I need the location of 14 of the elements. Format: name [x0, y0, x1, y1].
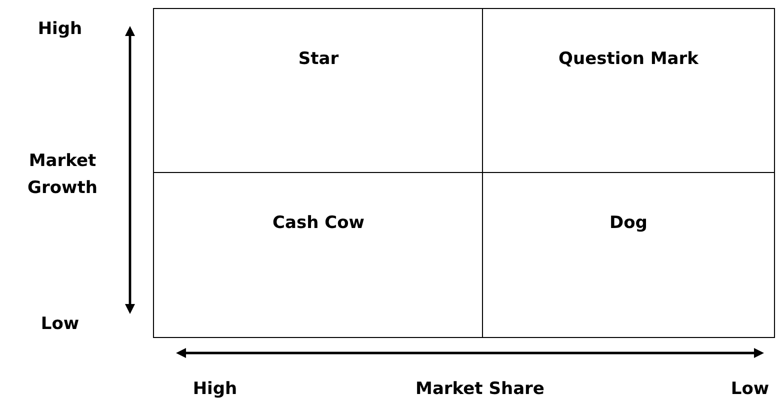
quadrant-label: Question Mark	[558, 49, 700, 69]
axis-end-label: High	[36, 18, 84, 41]
quadrant-label: Star	[297, 49, 340, 69]
quadrant-label: Cash Cow	[272, 213, 366, 233]
axis-title: Market Growth	[26, 150, 98, 200]
axis-title: Market Share	[414, 378, 546, 401]
matrix-quadrant	[153, 8, 484, 174]
axis-end-label: Low	[730, 378, 770, 401]
quadrant-label: Dog	[608, 213, 648, 233]
matrix-quadrant	[482, 172, 775, 338]
axis-end-label: High	[192, 378, 238, 401]
matrix-quadrant	[153, 172, 484, 338]
matrix-quadrant	[482, 8, 775, 174]
axis-end-label: Low	[40, 313, 80, 336]
